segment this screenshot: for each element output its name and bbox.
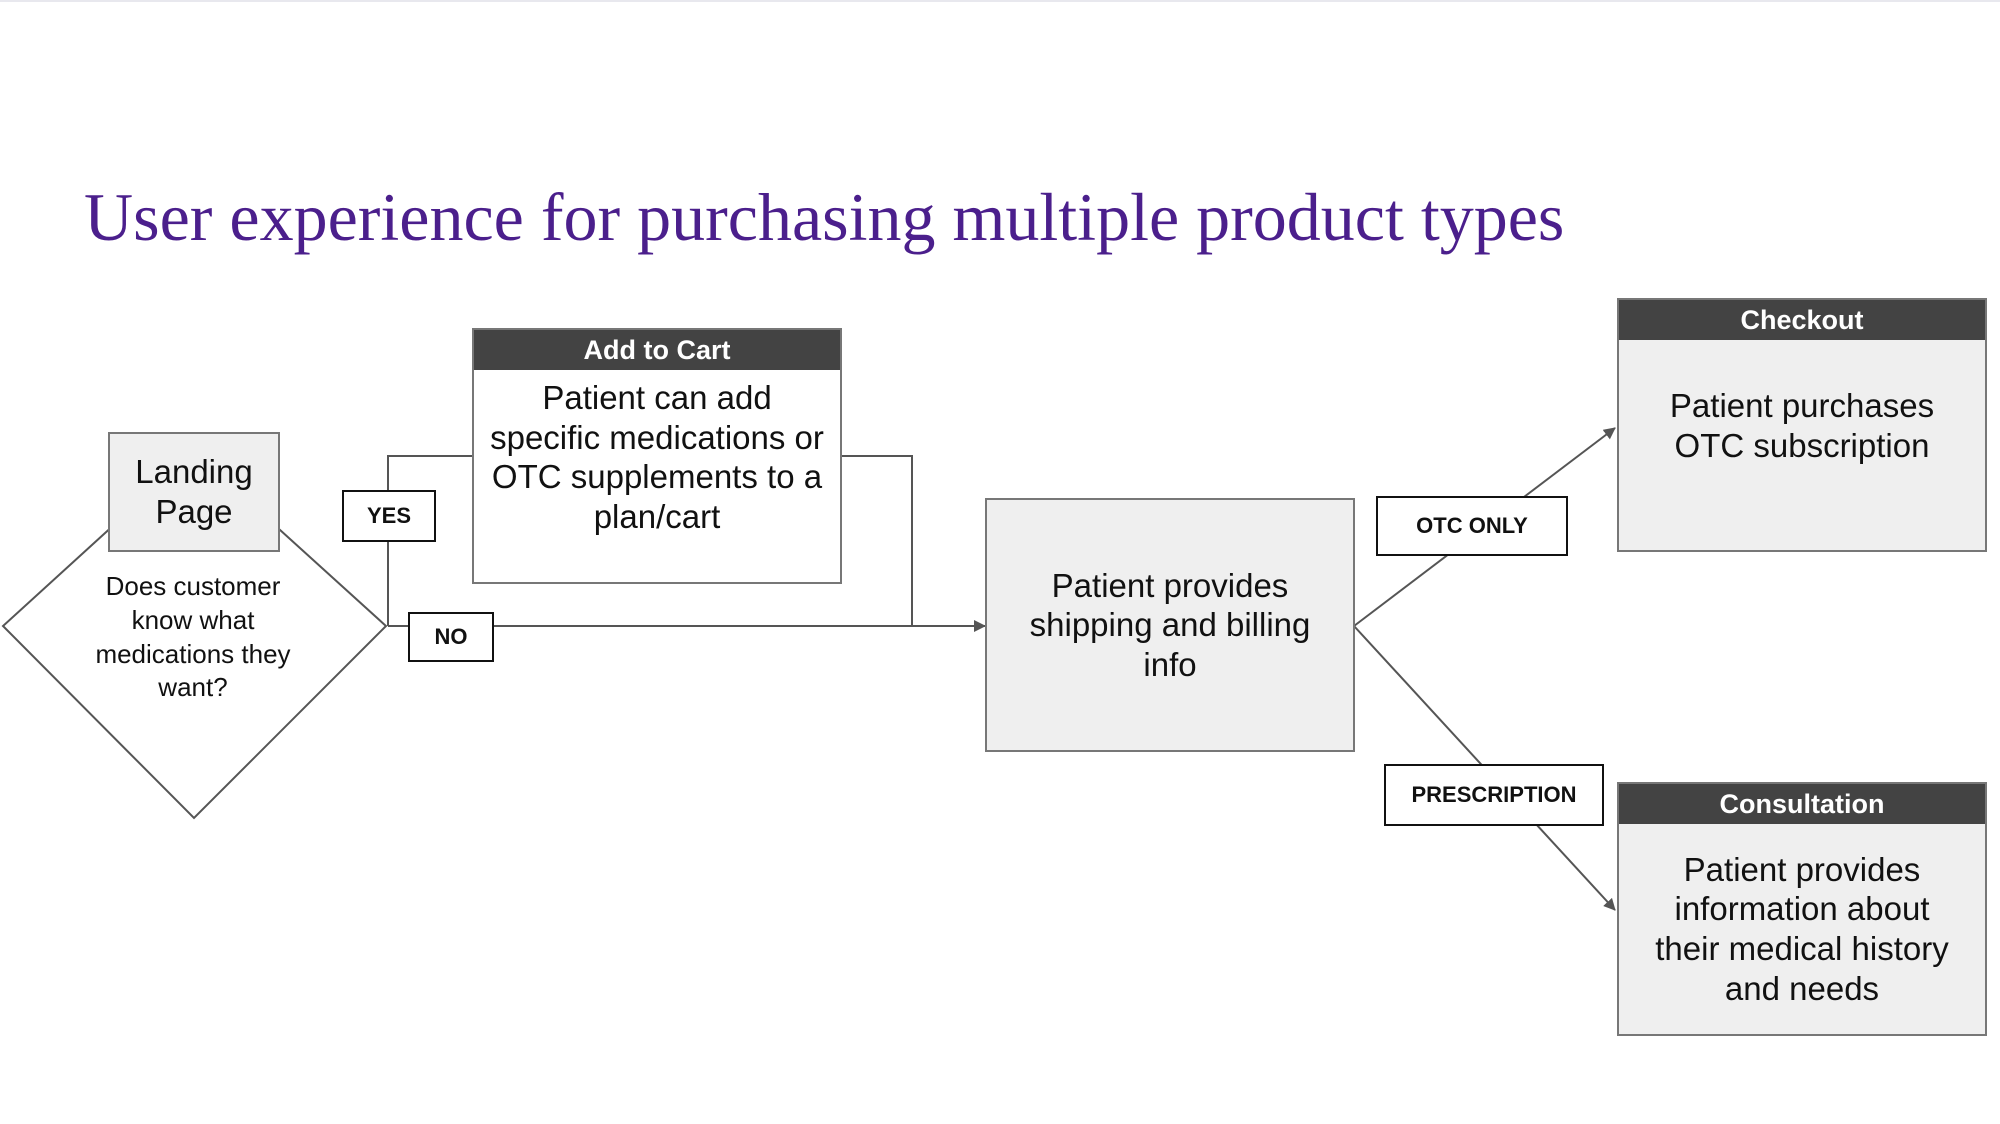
checkout-header: Checkout [1619,300,1985,340]
otc-only-label: OTC ONLY [1376,496,1568,556]
top-border [0,0,2000,2]
consultation-text: Patient provides information about their… [1655,850,1949,1007]
shipping-billing-box: Patient provides shipping and billing in… [985,498,1355,752]
add-to-cart-text: Patient can add specific medications or … [490,379,824,535]
add-to-cart-box: Add to Cart Patient can add specific med… [472,328,842,584]
yes-connector [387,455,474,626]
prescription-label: PRESCRIPTION [1384,764,1604,826]
add-to-cart-body: Patient can add specific medications or … [474,370,840,582]
landing-page-box: Landing Page [108,432,280,552]
shipping-billing-text: Patient provides shipping and billing in… [1029,566,1311,683]
landing-page-label: Landing Page [135,453,253,530]
yes-label: YES [342,490,436,542]
decision-diamond [1,450,388,820]
cart-exit-connector [840,455,913,626]
checkout-box: Checkout Patient purchases OTC subscript… [1617,298,1987,552]
consultation-body: Patient provides information about their… [1619,824,1985,1034]
checkout-text: Patient purchases OTC subscription [1669,387,1935,464]
decision-question: Does customer know what medications they… [95,571,291,703]
page-title: User experience for purchasing multiple … [84,179,1565,255]
consultation-box: Consultation Patient provides informatio… [1617,782,1987,1036]
no-label: NO [408,612,494,662]
checkout-body: Patient purchases OTC subscription [1619,340,1985,550]
add-to-cart-header: Add to Cart [474,330,840,370]
consultation-header: Consultation [1619,784,1985,824]
